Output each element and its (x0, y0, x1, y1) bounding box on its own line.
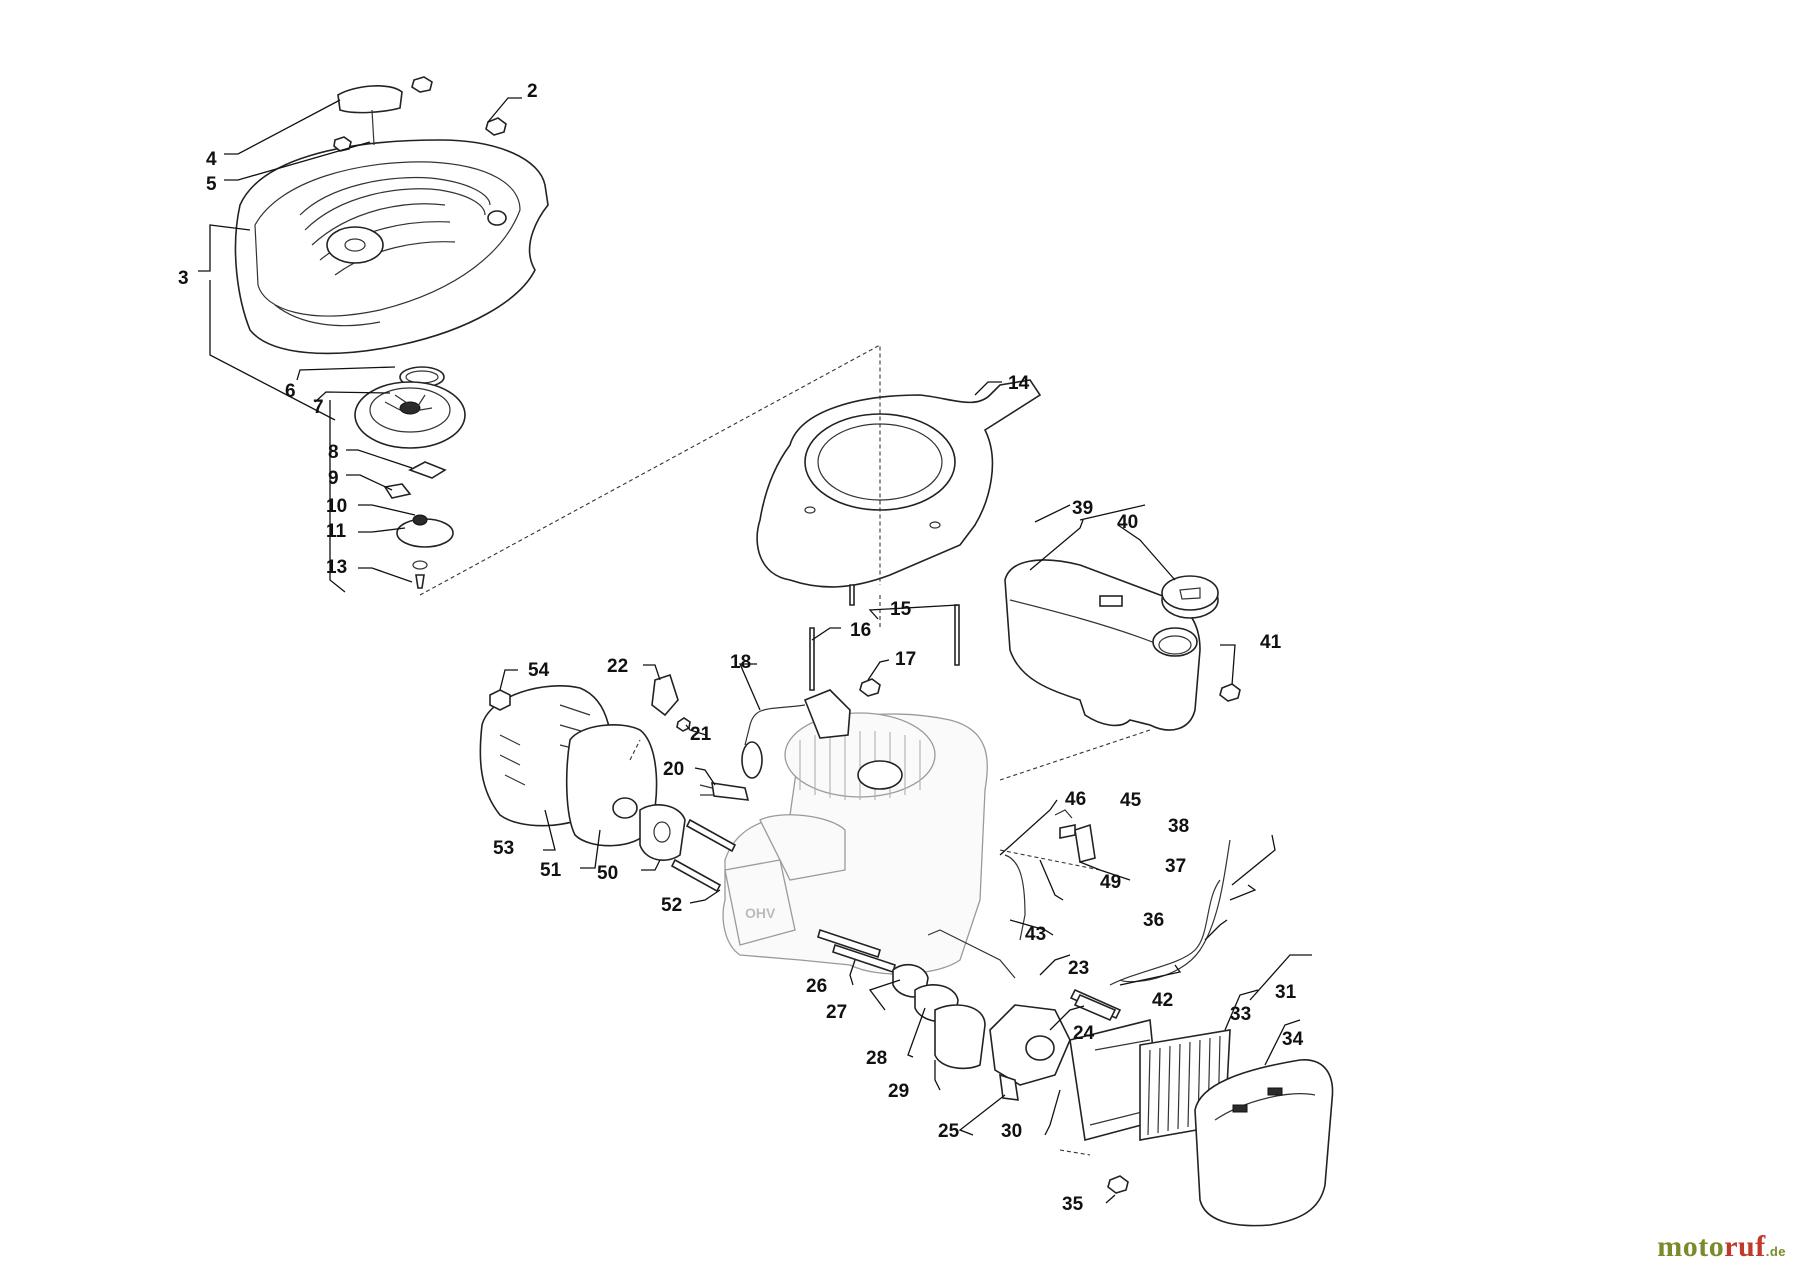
callout-40: 40 (1117, 512, 1138, 533)
engine-block: OHV (722, 712, 988, 975)
callout-9: 9 (328, 468, 339, 489)
callout-28: 28 (866, 1048, 887, 1069)
callout-24: 24 (1073, 1023, 1095, 1044)
blower-housing (756, 379, 1042, 606)
callout-23: 23 (1068, 958, 1089, 979)
callout-45: 45 (1120, 790, 1142, 811)
fuel-cap (1161, 575, 1219, 619)
callout-34: 34 (1282, 1029, 1304, 1050)
callout-39: 39 (1072, 498, 1093, 519)
callout-18: 18 (730, 652, 751, 673)
callout-7: 7 (313, 397, 324, 418)
callout-26: 26 (806, 976, 827, 997)
muffler-gasket (639, 804, 686, 861)
starter-cover (234, 139, 549, 355)
callout-41: 41 (1260, 632, 1282, 653)
callout-16: 16 (850, 620, 871, 641)
muffler-bracket (651, 673, 679, 717)
nut-54-icon (489, 689, 511, 711)
hardware (676, 604, 1241, 819)
ignition-coil (741, 689, 851, 779)
callout-36: 36 (1143, 910, 1164, 931)
starter-pawls (383, 461, 454, 589)
callout-21: 21 (690, 724, 712, 745)
callout-22: 22 (607, 656, 628, 677)
callout-51: 51 (540, 860, 562, 881)
starter-handle (337, 85, 403, 146)
callout-20: 20 (663, 759, 684, 780)
callout-29: 29 (888, 1081, 909, 1102)
brand-logo: motoruf.de (1657, 1230, 1786, 1264)
leader-lines (198, 97, 1312, 1204)
callout-5: 5 (206, 174, 217, 195)
nut-35-icon (1107, 1175, 1129, 1194)
callout-14: 14 (1008, 373, 1030, 394)
callout-54: 54 (528, 660, 550, 681)
governor-bracket (1059, 823, 1096, 864)
callout-38: 38 (1168, 816, 1189, 837)
callout-46: 46 (1065, 789, 1086, 810)
callout-43: 43 (1025, 924, 1046, 945)
callout-8: 8 (328, 442, 339, 463)
callout-11: 11 (326, 521, 347, 542)
callout-50: 50 (597, 863, 618, 884)
callout-10: 10 (326, 496, 347, 517)
callout-42: 42 (1152, 990, 1173, 1011)
spark-plug (699, 782, 750, 801)
callout-15: 15 (890, 599, 912, 620)
callout-37: 37 (1165, 856, 1186, 877)
brand-name-part2: ruf (1724, 1230, 1766, 1263)
fuel-tank (1004, 559, 1201, 731)
callout-6: 6 (285, 381, 296, 402)
svg-text:OHV: OHV (745, 905, 776, 921)
brand-tld: .de (1765, 1244, 1786, 1259)
assembly-lines (419, 344, 1151, 1156)
callout-25: 25 (938, 1121, 960, 1142)
callout-52: 52 (661, 895, 682, 916)
muffler (565, 724, 658, 847)
pipe-42 (1073, 993, 1117, 1022)
callout-2: 2 (527, 81, 538, 102)
callout-35: 35 (1062, 1194, 1084, 1215)
callout-27: 27 (826, 1002, 847, 1023)
air-filter-cover (1194, 1059, 1334, 1227)
carburetor (989, 1004, 1071, 1101)
callout-49: 49 (1100, 872, 1121, 893)
callout-13: 13 (326, 557, 347, 578)
carb-gaskets (892, 963, 986, 1070)
callout-30: 30 (1001, 1121, 1022, 1142)
callout-31: 31 (1275, 982, 1297, 1003)
callout-3: 3 (178, 268, 189, 289)
callout-4: 4 (206, 149, 217, 170)
callout-labels: 2 3 4 5 6 7 8 9 10 11 13 14 15 16 17 18 … (178, 81, 1304, 1215)
muffler-studs (670, 818, 737, 893)
recoil-pulley (354, 366, 466, 449)
nut-icons (333, 76, 507, 152)
brand-name-part1: moto (1657, 1230, 1725, 1263)
callout-33: 33 (1230, 1004, 1251, 1025)
callout-17: 17 (895, 649, 916, 670)
callout-53: 53 (493, 838, 514, 859)
